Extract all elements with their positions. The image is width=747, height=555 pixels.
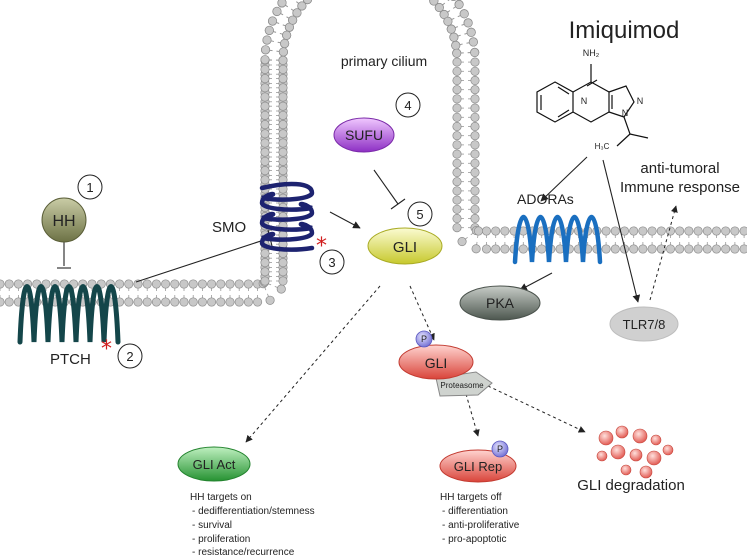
gli-rep-label: GLI Rep [454, 459, 502, 474]
rep-target-item: - differentiation [442, 506, 508, 517]
degradation-fragment [615, 425, 629, 439]
step-5-circle [407, 201, 433, 227]
smo-receptor [259, 181, 315, 252]
degradation-fragment [629, 448, 643, 462]
act-target-item: - resistance/recurrence [192, 547, 295, 555]
ptch-receptor [17, 284, 121, 345]
primary-cilium-label: primary cilium [341, 53, 427, 69]
immune-response-line1: anti-tumoral [640, 160, 719, 177]
pka-protein [459, 285, 541, 321]
dashed-arrows [245, 205, 678, 443]
phosphate-badge [415, 330, 433, 348]
step-2-circle [117, 343, 143, 369]
ptch-label: PTCH [50, 351, 91, 368]
step-4-label: 4 [404, 98, 411, 113]
phosphate-rep-badge [491, 440, 509, 458]
act-target-item: - proliferation [192, 534, 250, 545]
step-2-label: 2 [126, 349, 133, 364]
molecule-ch3-left: H₃C [595, 142, 610, 151]
act-targets-heading: HH targets on [190, 492, 252, 503]
sufu-label: SUFU [345, 127, 383, 143]
step-markers: 1 2 3 4 5 [77, 92, 433, 369]
gli-act-label: GLI Act [193, 457, 236, 472]
degradation-fragment [650, 434, 662, 446]
smo-mutation-star: * [316, 234, 327, 259]
gli-cilium-label: GLI [393, 239, 417, 256]
molecule-nh2: NH₂ [583, 48, 600, 58]
imiquimod-structure [536, 64, 649, 147]
sufu-protein [333, 117, 395, 153]
gli-degradation-fragments [596, 425, 674, 479]
step-1-label: 1 [86, 180, 93, 195]
phosphate-rep-label: P [497, 444, 503, 454]
step-5-label: 5 [416, 207, 423, 222]
smo-label: SMO [212, 219, 246, 236]
degradation-fragment [610, 444, 626, 460]
proteasome-label: Proteasome [440, 381, 484, 390]
gli-act-targets: HH targets on - dedifferentiation/stemne… [190, 492, 315, 555]
molecule-n1: N [581, 96, 588, 106]
cell-membrane-bilayer [0, 0, 747, 307]
rep-target-item: - anti-proliferative [442, 520, 520, 531]
step-1-circle [77, 174, 103, 200]
degradation-fragment [596, 450, 608, 462]
gli-phospho-label: GLI [425, 355, 448, 371]
gli-cilium-protein [367, 227, 443, 265]
hh-label: HH [52, 213, 75, 230]
phosphate-label: P [421, 334, 427, 344]
immune-response-line2: Immune response [620, 179, 740, 196]
degradation-fragment [646, 450, 662, 466]
hh-ligand [41, 197, 87, 243]
gli-phosphorylated [398, 344, 474, 380]
degradation-fragment [632, 428, 648, 444]
degradation-fragment [662, 444, 674, 456]
gli-rep-targets: HH targets off - differentiation - anti-… [440, 492, 520, 545]
gli-rep [439, 449, 517, 483]
degradation-fragment [598, 430, 614, 446]
imiquimod-title: Imiquimod [569, 17, 680, 44]
act-target-item: - survival [192, 520, 232, 531]
act-target-item: - dedifferentiation/stemness [192, 506, 315, 517]
degradation-fragment [639, 465, 653, 479]
adoras-label: ADORAs [517, 191, 574, 207]
molecule-n3: N [622, 108, 629, 118]
rep-target-item: - pro-apoptotic [442, 534, 506, 545]
degradation-fragment [620, 464, 632, 476]
step-3-label: 3 [328, 255, 335, 270]
gli-degradation-label: GLI degradation [577, 477, 685, 494]
tlr78-receptor [609, 306, 679, 342]
gli-act [177, 446, 251, 482]
step-4-circle [395, 92, 421, 118]
tlr78-label: TLR7/8 [623, 317, 666, 332]
molecule-n2: N [637, 96, 644, 106]
step-3-circle [319, 249, 345, 275]
ptch-mutation-star: * [101, 337, 112, 362]
rep-targets-heading: HH targets off [440, 492, 502, 503]
adora-receptor [512, 214, 603, 265]
pka-label: PKA [486, 295, 515, 311]
